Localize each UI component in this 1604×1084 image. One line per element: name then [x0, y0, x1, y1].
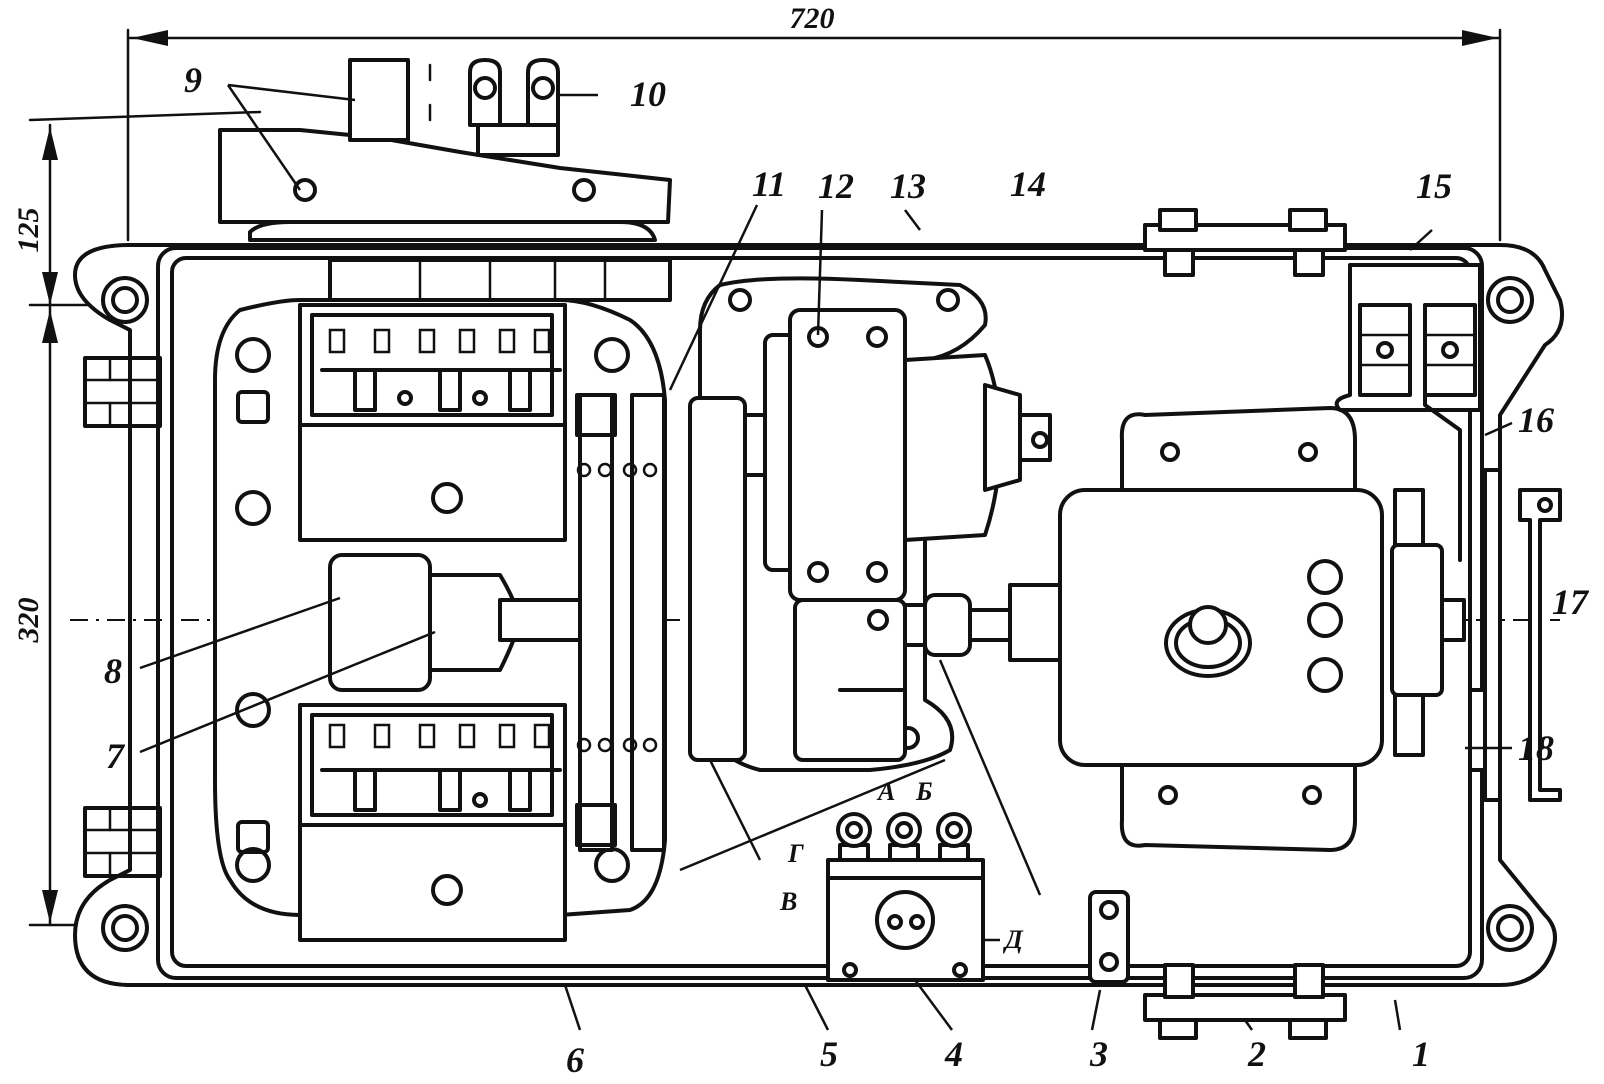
height-dimension: 320 [12, 598, 45, 644]
callout-3: 3 [1089, 1034, 1108, 1074]
terminal-letter-g: Г [787, 839, 804, 868]
mounting-parts [826, 208, 1347, 1040]
dimension-lines [28, 28, 1502, 927]
callout-1: 1 [1412, 1034, 1430, 1074]
terminal-letter-v: В [779, 887, 797, 916]
gear-assembly [688, 276, 1062, 772]
electric-motor [1058, 263, 1562, 852]
callout-15: 15 [1416, 166, 1452, 206]
top-connector [218, 58, 672, 302]
relay-frame [213, 298, 667, 942]
terminal-letter-d: Д [1003, 925, 1024, 954]
callout-8: 8 [104, 651, 122, 691]
callout-11: 11 [752, 164, 786, 204]
callout-2: 2 [1247, 1034, 1266, 1074]
callout-17: 17 [1552, 582, 1590, 622]
callout-4: 4 [944, 1034, 963, 1074]
terminal-letter-b: Б [915, 777, 933, 806]
callout-10: 10 [630, 74, 666, 114]
callout-16: 16 [1518, 400, 1554, 440]
terminal-letter-a: А [876, 777, 895, 806]
callout-7: 7 [106, 736, 126, 776]
top-offset-dimension: 125 [12, 208, 45, 253]
callout-14: 14 [1010, 164, 1046, 204]
callout-18: 18 [1518, 728, 1554, 768]
width-dimension: 720 [790, 2, 835, 35]
callout-9: 9 [184, 60, 202, 100]
callout-12: 12 [818, 166, 854, 206]
leader-lines [139, 83, 1513, 1031]
callout-6: 6 [566, 1040, 584, 1080]
callout-13: 13 [890, 166, 926, 206]
callout-5: 5 [820, 1034, 838, 1074]
